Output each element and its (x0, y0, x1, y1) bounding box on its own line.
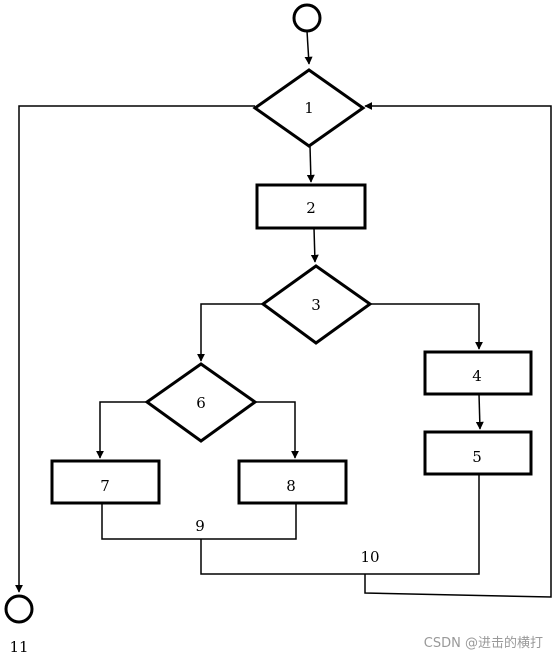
edge-4-5 (475, 393, 484, 430)
edge-loop-back-to-1 (364, 102, 552, 598)
process-node-2 (255, 183, 367, 230)
node-4-label: 4 (472, 367, 482, 385)
node-5-label: 5 (472, 448, 482, 466)
start-node (292, 3, 322, 33)
process-node-5 (423, 430, 533, 476)
edge-2-3 (310, 227, 319, 263)
node-7-label: 7 (100, 477, 110, 495)
edge-9-merge (101, 503, 297, 540)
end-node-label: 11 (9, 638, 28, 656)
edge-1-exit (15, 105, 255, 593)
edge-1-2 (306, 145, 315, 183)
edge-10-label: 10 (360, 548, 379, 566)
decision-node-6 (144, 362, 258, 443)
watermark: CSDN @进击的横打 (423, 636, 543, 651)
node-6-label: 6 (196, 394, 206, 412)
process-node-7 (50, 459, 161, 505)
edge-6-8 (255, 401, 299, 459)
process-node-8 (237, 459, 348, 505)
decision-node-3 (260, 264, 373, 345)
edge-10-merge (200, 474, 480, 575)
decision-node-1 (252, 68, 366, 148)
edge-9-label: 9 (195, 517, 205, 535)
end-node (4, 594, 34, 624)
node-3-label: 3 (311, 296, 321, 314)
node-1-label: 1 (304, 99, 314, 117)
node-2-label: 2 (306, 199, 316, 217)
edge-3-6 (197, 303, 263, 362)
node-8-label: 8 (286, 477, 296, 495)
edge-3-4 (370, 303, 483, 350)
process-node-4 (423, 350, 533, 396)
edge-start-1 (304, 30, 313, 65)
edge-6-7 (96, 401, 147, 459)
